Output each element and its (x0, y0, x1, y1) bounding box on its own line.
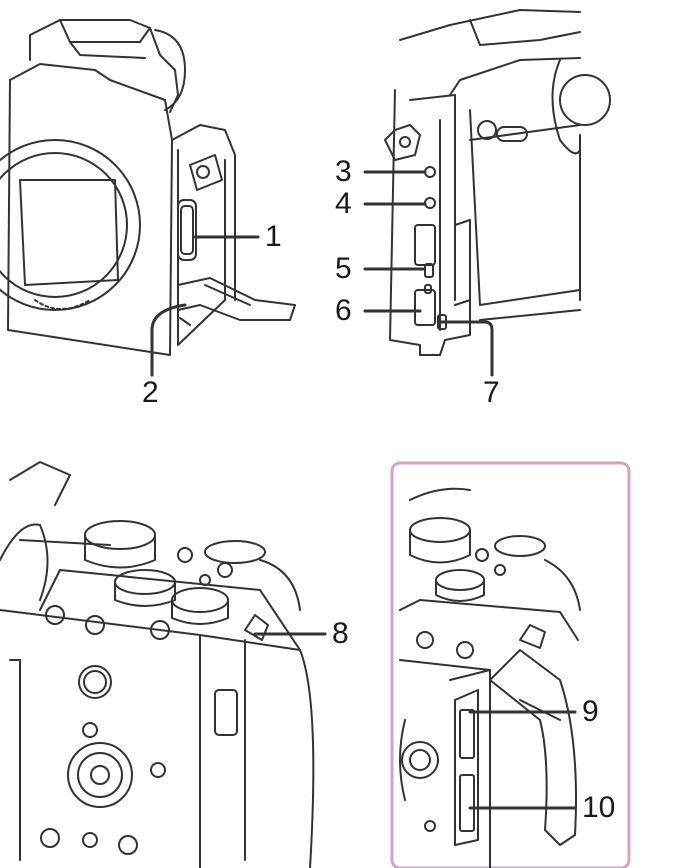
callout-4: 4 (335, 187, 352, 220)
leader-line-7 (438, 320, 494, 377)
card-slot-highlight-box (390, 461, 631, 868)
leader-line-2 (150, 303, 187, 377)
callout-10: 10 (582, 791, 616, 824)
callout-3: 3 (335, 155, 352, 188)
callout-1: 1 (265, 220, 282, 253)
callout-9: 9 (582, 695, 599, 728)
callout-2: 2 (142, 376, 159, 409)
callout-7: 7 (483, 376, 500, 409)
camera-grip-card-slot-illustration (399, 487, 581, 868)
callout-5: 5 (335, 252, 352, 285)
callout-8: 8 (332, 617, 349, 650)
camera-rear-side-illustration (384, 9, 611, 356)
callout-6: 6 (335, 294, 352, 327)
camera-front-side-illustration (0, 19, 296, 356)
camera-top-rear-illustration (0, 461, 315, 868)
